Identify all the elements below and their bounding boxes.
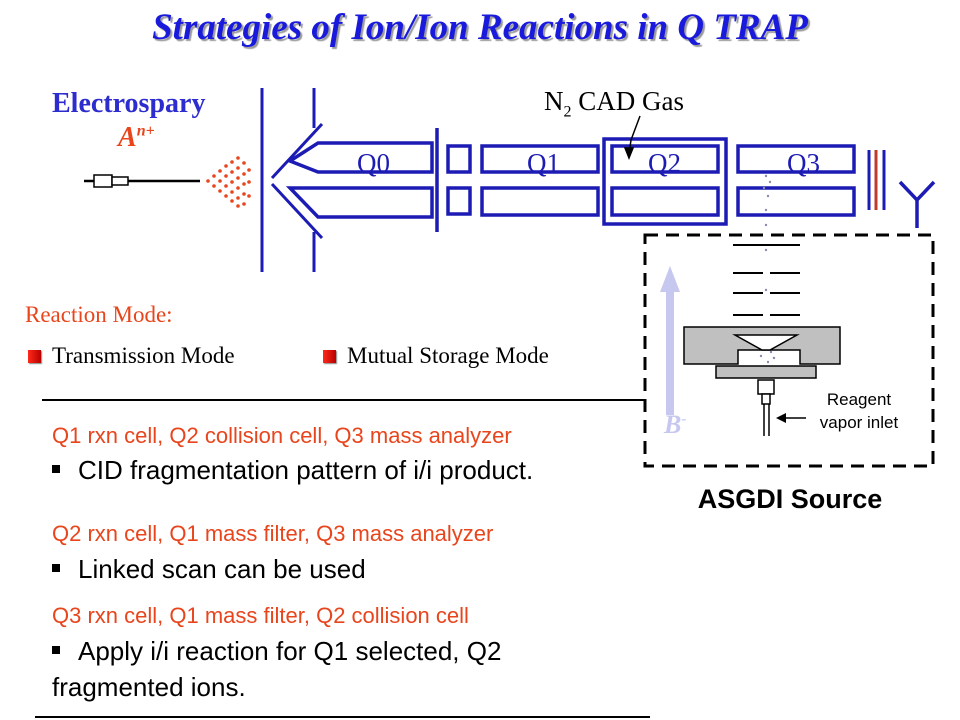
page-title: Strategies of Ion/Ion Reactions in Q TRA… [152, 7, 808, 48]
q1-label: Q1 [527, 148, 560, 178]
mutual-storage-mode-option: Mutual Storage Mode [347, 343, 549, 368]
mutual-storage-mode-bullet [323, 350, 336, 363]
orifice-plate [260, 88, 324, 272]
cad-gas-label: N2 CAD Gas [544, 86, 684, 121]
bullet-icon [52, 564, 60, 573]
transmission-mode-bullet [28, 350, 41, 363]
asgdi-source-body [683, 326, 841, 436]
mode-3-point: Apply i/i reaction for Q1 selected, Q2 f… [52, 636, 502, 702]
divider-bottom [35, 716, 650, 718]
analyte-ion-label: An+ [118, 122, 155, 153]
reagent-inlet-line-2: vapor inlet [819, 413, 899, 432]
reagent-inlet-line-1: Reagent [826, 390, 892, 409]
reagent-ion-label: B- [664, 410, 687, 439]
divider-top [42, 399, 645, 401]
bullet-icon [52, 646, 60, 655]
reagent-ion-path [759, 174, 776, 370]
q2-collision-cell [602, 137, 728, 226]
reaction-mode-label: Reaction Mode: [25, 302, 173, 327]
transmission-mode-option: Transmission Mode [52, 343, 235, 368]
electrospray-label: Electrospary [52, 88, 206, 119]
mode-1-point: CID fragmentation pattern of i/i product… [52, 452, 572, 488]
reagent-transfer-arrow [660, 266, 680, 415]
mode-2-point: Linked scan can be used [52, 551, 632, 587]
inlet-pointer-arrow [776, 413, 806, 423]
q3-rods [736, 144, 856, 217]
q0-label: Q0 [357, 148, 390, 178]
electrospray-needle [84, 174, 200, 188]
reagent-inlet-label: Reagent vapor inlet [806, 388, 912, 434]
cad-gas-arrow [623, 115, 641, 161]
asgdi-source-box [643, 233, 935, 468]
mode-1-heading: Q1 rxn cell, Q2 collision cell, Q3 mass … [52, 423, 512, 448]
lens-electrodes [446, 144, 472, 216]
spray-plume [206, 156, 251, 208]
source-lens-stack [733, 244, 800, 316]
detector-icon [898, 180, 936, 228]
mode-2-heading: Q2 rxn cell, Q1 mass filter, Q3 mass ana… [52, 521, 494, 546]
q0-rods [285, 128, 439, 232]
q1-rods [480, 144, 600, 217]
asgdi-source-label: ASGDI Source [697, 484, 883, 514]
mode-3-heading: Q3 rxn cell, Q1 mass filter, Q2 collisio… [52, 603, 469, 628]
bullet-icon [52, 465, 60, 474]
q2-label: Q2 [648, 148, 681, 178]
exit-lenses [867, 150, 886, 210]
q3-label: Q3 [787, 148, 820, 178]
